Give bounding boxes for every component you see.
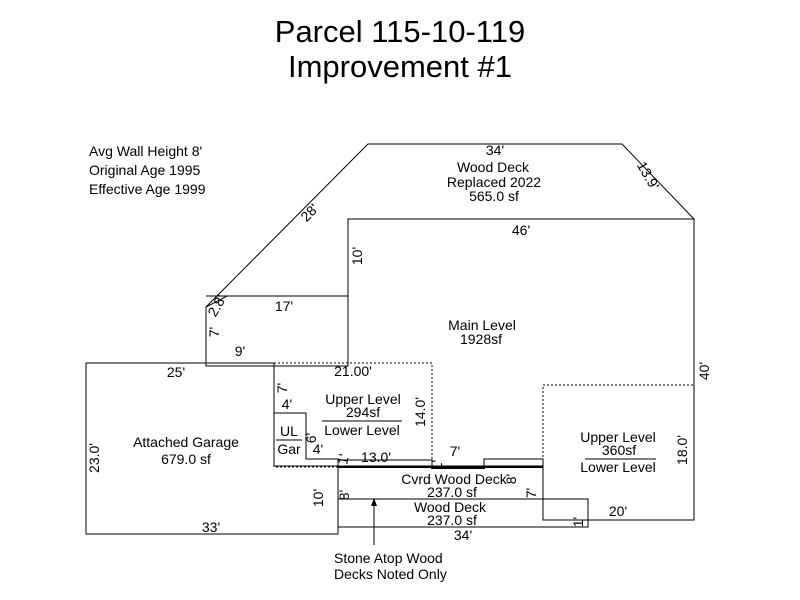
wood-deck-top-name: Wood Deck bbox=[457, 159, 530, 175]
note-pointer-arrow bbox=[371, 498, 377, 506]
dim-4-top: 4' bbox=[282, 396, 292, 412]
lower-level-1-label: Lower Level bbox=[324, 422, 400, 438]
dim-6: 6' bbox=[303, 433, 319, 443]
upper-level-2-area: 360sf bbox=[602, 442, 636, 458]
wood-deck-top-area: 565.0 sf bbox=[469, 188, 519, 204]
note-line-1: Stone Atop Wood bbox=[334, 550, 443, 566]
dim-23: 23.0' bbox=[86, 443, 102, 473]
upper-level-2-label: Upper Level bbox=[580, 429, 656, 445]
dim-8-lower: 8' bbox=[336, 490, 352, 500]
title-block: Parcel 115-10-119 Improvement #1 bbox=[0, 14, 800, 84]
dim-18: 18.0' bbox=[674, 435, 690, 465]
wood-deck-bottom-name: Wood Deck bbox=[414, 499, 487, 515]
wood-deck-top-outline bbox=[205, 143, 696, 367]
dim-8-deck: 8' bbox=[503, 474, 519, 484]
garage-outline bbox=[85, 362, 339, 535]
dim-diag-13-9: 13.9' bbox=[634, 159, 663, 193]
main-level-outline bbox=[205, 218, 695, 521]
covered-deck-name: Cvrd Wood Deck bbox=[401, 471, 508, 487]
wood-deck-bottom-area: 237.0 sf bbox=[427, 512, 477, 528]
garage-name: Attached Garage bbox=[133, 434, 239, 450]
wood-deck-top-note: Replaced 2022 bbox=[447, 174, 541, 190]
dim-25: 25' bbox=[167, 364, 185, 380]
dim-17: 17' bbox=[275, 298, 293, 314]
gar-label: Gar bbox=[277, 441, 301, 457]
dim-13: 13.0' bbox=[361, 449, 391, 465]
upper-level-1-outline bbox=[273, 362, 433, 468]
dim-diag-28: 28' bbox=[297, 200, 321, 224]
deck-divider-line bbox=[338, 466, 543, 469]
wall-height-text: Avg Wall Height 8' bbox=[89, 143, 203, 159]
effective-age-text: Effective Age 1999 bbox=[89, 181, 206, 197]
dim-7-mid: 7' bbox=[274, 383, 290, 393]
info-block: Avg Wall Height 8' Original Age 1995 Eff… bbox=[89, 142, 206, 199]
dim-1-c: 1' bbox=[570, 517, 586, 527]
note-line-2: Decks Noted Only bbox=[334, 566, 447, 582]
lower-level-2-label: Lower Level bbox=[580, 459, 656, 475]
ul-label: UL bbox=[280, 423, 298, 439]
dim-7-left: 7' bbox=[206, 327, 222, 337]
wood-deck-bottom-outline bbox=[337, 498, 589, 528]
dim-20: 20' bbox=[609, 503, 627, 519]
dim-46: 46' bbox=[512, 222, 530, 238]
dim-34-bottom: 34' bbox=[454, 527, 472, 543]
upper-level-1-area: 294sf bbox=[346, 404, 380, 420]
dim-top-34: 34' bbox=[486, 142, 504, 158]
dim-21: 21.00' bbox=[334, 363, 372, 379]
garage-area: 679.0 sf bbox=[161, 451, 211, 467]
main-level-name: Main Level bbox=[448, 317, 516, 333]
dim-1-a: 1' bbox=[334, 453, 352, 466]
improvement-title: Improvement #1 bbox=[288, 49, 512, 84]
upper-level-1-label: Upper Level bbox=[325, 391, 401, 407]
original-age-text: Original Age 1995 bbox=[89, 162, 201, 178]
main-level-area: 1928sf bbox=[460, 331, 502, 347]
dim-4-bottom: 4' bbox=[313, 441, 323, 457]
parcel-title: Parcel 115-10-119 bbox=[274, 14, 526, 49]
dim-9: 9' bbox=[235, 343, 245, 359]
dim-10-upper: 10' bbox=[349, 247, 365, 265]
dim-40: 40' bbox=[696, 362, 712, 380]
dim-14: 14.0' bbox=[412, 397, 428, 427]
dim-1-b: 1' bbox=[429, 460, 445, 470]
dim-33: 33' bbox=[202, 519, 220, 535]
dim-10-lower: 10' bbox=[310, 489, 326, 507]
dim-7-right: 7' bbox=[523, 488, 539, 498]
covered-deck-area: 237.0 sf bbox=[427, 484, 477, 500]
dim-7-deck: 7' bbox=[450, 443, 460, 459]
